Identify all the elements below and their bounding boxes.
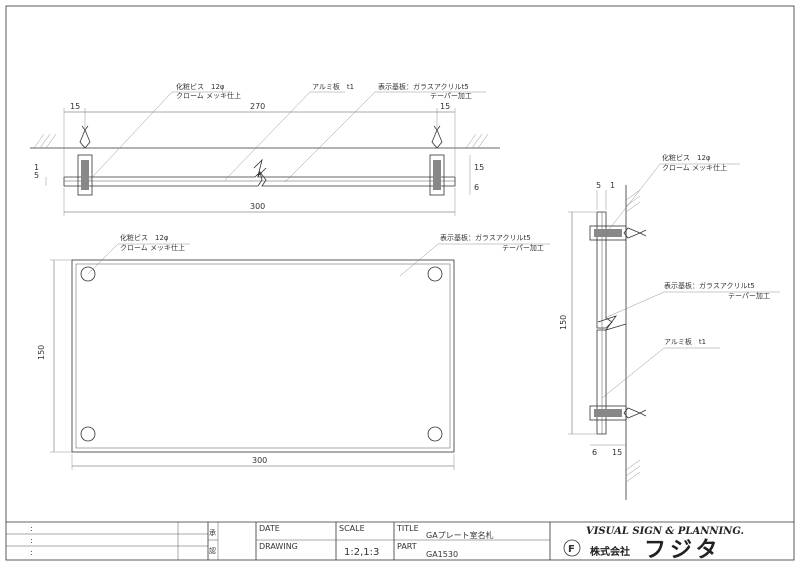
- side-standoff-top: [589, 225, 627, 241]
- drawing-label: DRAWING: [259, 542, 298, 551]
- standoff-right: [429, 154, 445, 196]
- side-anchor-bottom-icon: [623, 407, 647, 419]
- break-mark-side: [597, 315, 627, 331]
- title-value: GAプレート室名札: [426, 530, 494, 540]
- screw-hole-tl: [80, 266, 96, 282]
- leader-alu-top: [224, 91, 311, 181]
- company-type: 株式会社: [590, 545, 630, 558]
- front-plate-inner: [75, 263, 451, 449]
- date-label: DATE: [259, 524, 280, 533]
- company-name: フジタ: [644, 538, 722, 563]
- front-view: 150 300 化粧ビス 12φ クローム メッキ仕上 表示基板：ガラスアクリル…: [37, 233, 550, 470]
- dim-300-front: 300: [252, 456, 267, 465]
- side-standoff-bottom-fill: [594, 409, 622, 417]
- wall-hatching-right: [465, 133, 489, 149]
- wall-hatching-side: [625, 189, 641, 483]
- side-section-view: 150 5 1 6 15 化粧ビス 12φ クローム メッキ仕上 表示基板：ガラ…: [559, 153, 780, 500]
- dim-1-side: 1: [610, 181, 615, 190]
- revision-row-3: :: [30, 548, 33, 557]
- callout-taper-front: テーパー加工: [502, 243, 544, 252]
- side-plate-bottom: [596, 329, 607, 435]
- company-logo-icon: [563, 539, 581, 557]
- title-label: TITLE: [396, 524, 419, 533]
- leader-alu-side: [601, 347, 665, 399]
- company-tagline: VISUAL SIGN & PLANNING.: [586, 526, 744, 537]
- side-standoff-top-fill: [594, 229, 622, 237]
- stamp-mark-b: 認: [209, 546, 216, 555]
- dim-5-side: 5: [596, 181, 601, 190]
- callout-alu-top: アルミ板 t1: [312, 82, 354, 91]
- side-standoff-bottom: [589, 405, 627, 421]
- screw-hole-bl: [80, 426, 96, 442]
- leader-screw-top: [84, 91, 173, 186]
- leader-base-side: [604, 291, 665, 319]
- company-logo-badge: F: [568, 544, 575, 555]
- callout-taper-side: テーパー加工: [728, 291, 770, 300]
- callout-screw-side: 化粧ビス 12φ: [662, 153, 711, 162]
- top-plate-left: [63, 171, 263, 187]
- leader-base-top: [284, 91, 376, 183]
- title-block: : : : 承 認 DATE DRAWING SCALE 1:2,1:3 TIT…: [6, 521, 794, 563]
- callout-taper-top: テーパー加工: [430, 91, 472, 100]
- standoff-right-fill: [433, 160, 441, 190]
- callout-base-side: 表示基板：ガラスアクリルt5: [664, 281, 755, 290]
- dim-1-top: 1: [34, 163, 39, 172]
- anchor-right-icon: [431, 125, 443, 149]
- wall-hatching-left: [33, 133, 57, 149]
- revision-row-2: :: [30, 536, 33, 545]
- standoff-left: [77, 154, 93, 196]
- anchor-left-icon: [79, 125, 91, 149]
- callout-alu-side: アルミ板 t1: [664, 337, 706, 346]
- dim-15-side: 15: [474, 163, 484, 172]
- dim-15-right: 15: [440, 102, 450, 111]
- top-section-view: 15 270 15 300 5 1 15 6 化粧ビス 12φ クローム メッキ…: [30, 82, 500, 216]
- sheet-border: [5, 5, 795, 561]
- scale-label: SCALE: [339, 524, 365, 533]
- leader-screw-side: [603, 163, 661, 237]
- callout-screw-top: 化粧ビス 12φ: [176, 82, 225, 91]
- standoff-left-fill: [81, 160, 89, 190]
- dim-300-top: 300: [250, 202, 265, 211]
- dim-5-top: 5: [34, 171, 39, 180]
- screw-hole-tr: [427, 266, 443, 282]
- part-value: GA1530: [426, 550, 458, 559]
- dim-150-side: 150: [559, 315, 568, 330]
- dim-15-side-bottom: 15: [612, 448, 622, 457]
- callout-screw-front: 化粧ビス 12φ: [120, 233, 169, 242]
- dim-15-left: 15: [70, 102, 80, 111]
- dim-150-front: 150: [37, 345, 46, 360]
- leader-screw-front: [87, 243, 119, 275]
- leader-base-front: [399, 243, 439, 277]
- break-mark-top: [253, 158, 267, 178]
- callout-base-front: 表示基板：ガラスアクリルt5: [440, 233, 531, 242]
- dim-270: 270: [250, 102, 265, 111]
- scale-value: 1:2,1:3: [344, 547, 379, 558]
- callout-base-top: 表示基板：ガラスアクリルt5: [378, 82, 469, 91]
- revision-row-1: :: [30, 524, 33, 533]
- front-plate-outer: [71, 259, 455, 453]
- callout-screw-finish-front: クローム メッキ仕上: [120, 243, 185, 252]
- dim-6-side: 6: [474, 183, 479, 192]
- side-anchor-top-icon: [623, 227, 647, 239]
- stamp-mark-a: 承: [209, 528, 216, 537]
- screw-hole-br: [427, 426, 443, 442]
- part-label: PART: [397, 542, 417, 551]
- callout-screw-finish-top: クローム メッキ仕上: [176, 91, 241, 100]
- dim-6-side-bottom: 6: [592, 448, 597, 457]
- callout-screw-finish-side: クローム メッキ仕上: [662, 163, 727, 172]
- top-plate-right: [257, 171, 456, 187]
